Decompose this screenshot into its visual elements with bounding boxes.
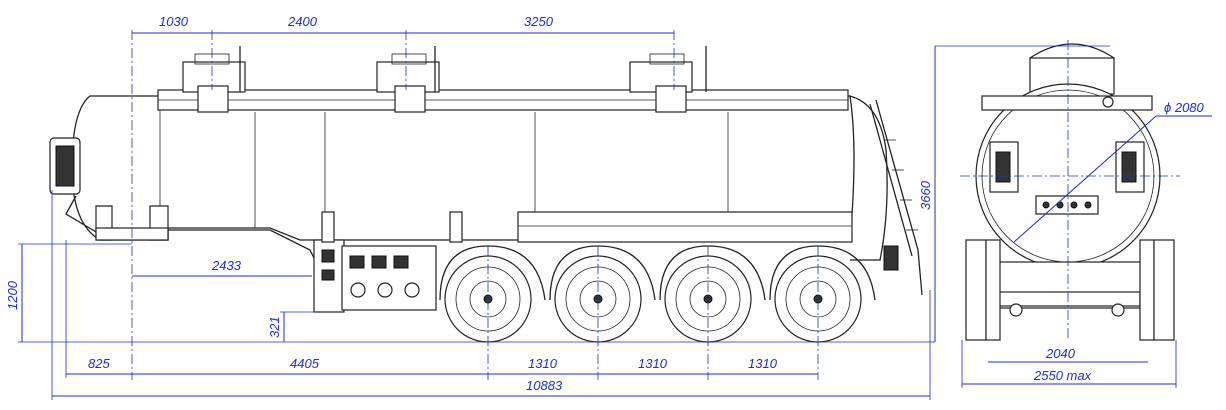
- dim-overall-length: 10883: [526, 378, 563, 393]
- dim-top-2: 2400: [287, 14, 318, 29]
- dim-top-3: 3250: [524, 14, 554, 29]
- dim-top-1: 1030: [159, 14, 189, 29]
- dim-axle-spacing-1: 1310: [528, 356, 558, 371]
- dim-tank-diameter: ϕ 2080: [1164, 100, 1205, 115]
- dimension-lines: [18, 32, 1212, 400]
- dim-kingpin-to-axle: 4405: [290, 356, 320, 371]
- dim-track-width: 2040: [1045, 346, 1076, 361]
- axis-lines: [131, 30, 1180, 380]
- side-view: [49, 46, 923, 343]
- dimension-labels: 1030 2400 3250 2433 825 4405 1310 1310 1…: [5, 14, 1205, 393]
- manhole-rear: [629, 46, 707, 113]
- dim-ground-clearance: 321: [267, 316, 282, 338]
- rear-ladder: [869, 99, 923, 296]
- dim-axle-spacing-2: 1310: [638, 356, 668, 371]
- control-cabinet: [313, 239, 437, 313]
- manhole-middle: [376, 46, 440, 113]
- manhole-front: [182, 46, 246, 113]
- dim-front-overhang: 825: [88, 356, 110, 371]
- chassis-frame: [517, 211, 853, 243]
- dim-overall-height: 3660: [918, 180, 933, 210]
- dim-axle-spacing-3: 1310: [748, 356, 778, 371]
- dim-kingpin-offset: 2433: [211, 258, 242, 273]
- wheel-1: [444, 255, 532, 343]
- dim-overall-width: 2550 max: [1033, 368, 1092, 383]
- dim-height-left: 1200: [5, 280, 20, 310]
